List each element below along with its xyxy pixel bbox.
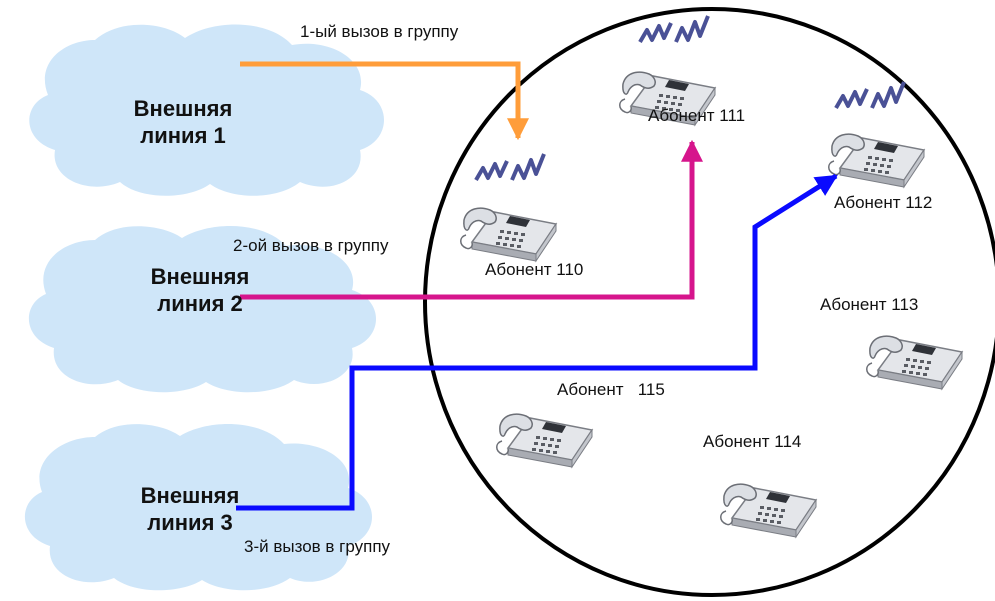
cloud-line-1 xyxy=(29,24,384,196)
call-3-label: 3-й вызов в группу xyxy=(244,537,391,556)
call-path-1 xyxy=(240,61,529,141)
external-line-1-number: линия 1 xyxy=(140,123,226,148)
subscriber-115-label: Абонент 115 xyxy=(557,380,665,399)
call-path-2 xyxy=(240,139,703,300)
external-line-1-word: Внешняя xyxy=(133,96,233,121)
external-line-2-word: Внешняя xyxy=(150,264,250,289)
subscriber-111-label: Абонент 111 xyxy=(648,106,746,125)
subscriber-114-label: Абонент 114 xyxy=(703,432,802,451)
external-line-1-label: Внешняя линия 1 xyxy=(103,95,263,149)
call-2-label: 2-ой вызов в группу xyxy=(233,236,389,255)
external-line-3-word: Внешняя xyxy=(140,483,240,508)
cloud-line-2 xyxy=(28,226,377,393)
external-line-2-number: линия 2 xyxy=(157,291,243,316)
external-line-3-number: линия 3 xyxy=(147,510,233,535)
external-line-3-label: Внешняя линия 3 xyxy=(110,482,270,536)
subscriber-113-label: Абонент 113 xyxy=(820,295,919,314)
call-1-label: 1-ый вызов в группу xyxy=(300,22,459,41)
external-line-2-label: Внешняя линия 2 xyxy=(120,263,280,317)
subscriber-112-label: Абонент 112 xyxy=(834,193,933,212)
cloud-line-3 xyxy=(24,424,373,591)
subscriber-110-label: Абонент 110 xyxy=(485,260,584,279)
call-path-3 xyxy=(236,173,838,511)
